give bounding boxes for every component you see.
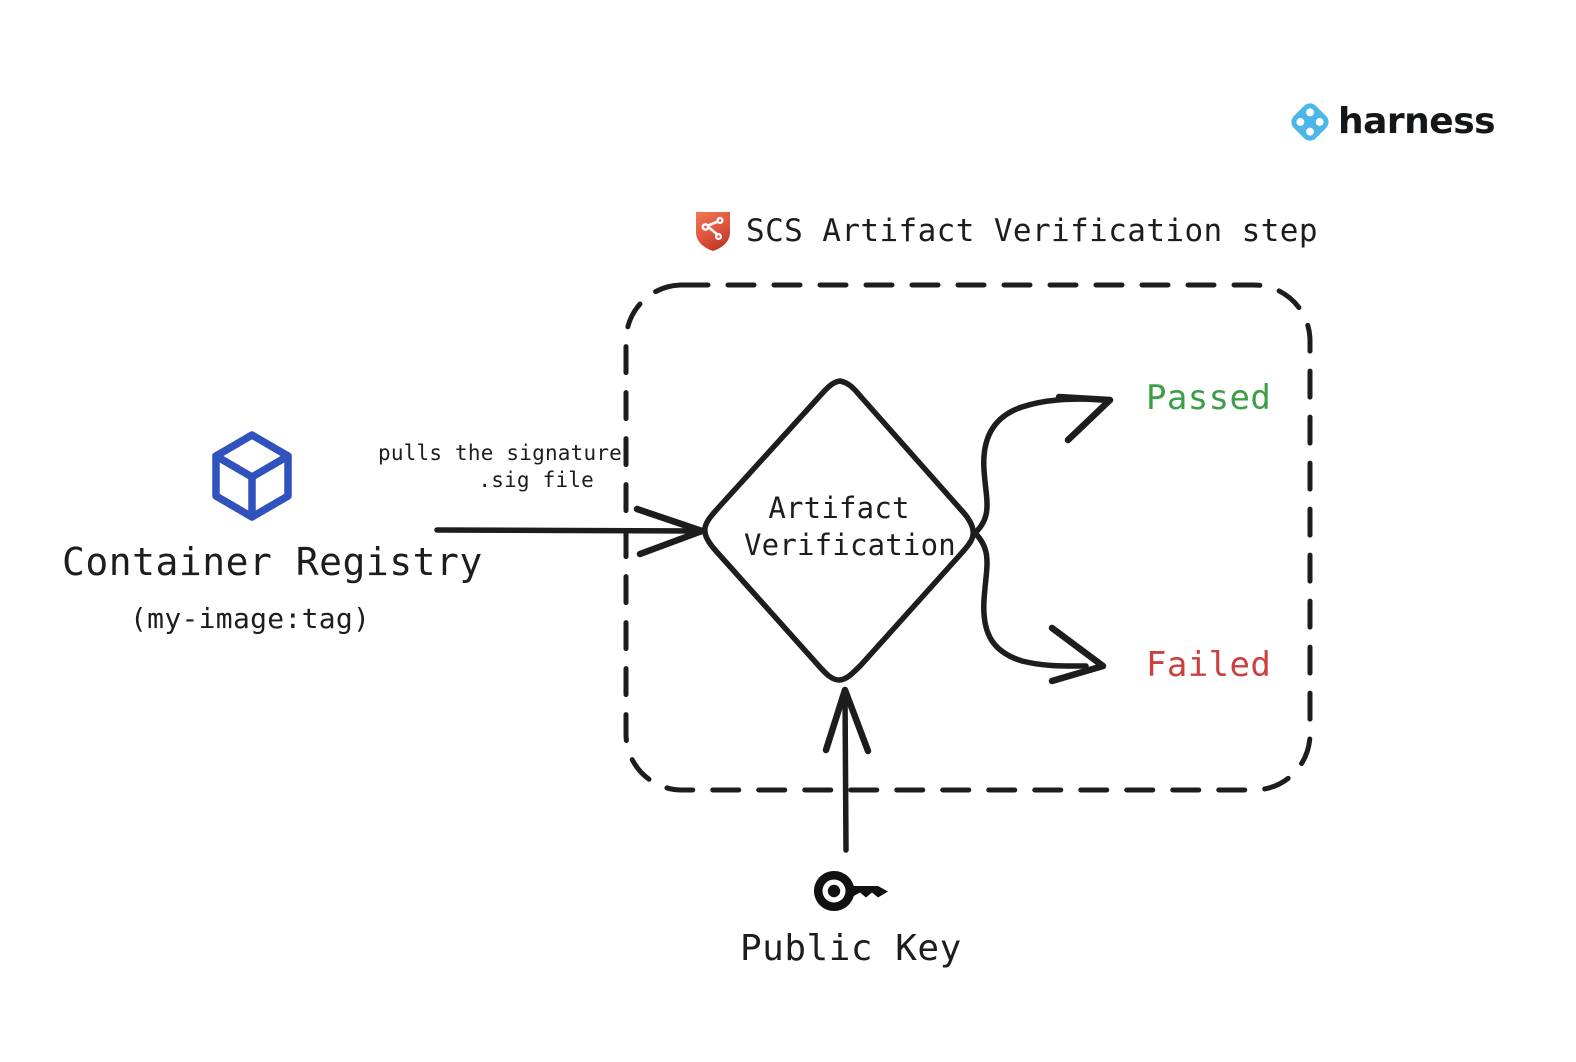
scs-shield-icon [696,212,730,251]
arrow-registry-to-verification [434,527,703,534]
artifact-verification-label: Artifact Verification [744,490,956,564]
container-registry-tag-label: (my-image:tag) [130,602,371,635]
harness-wordmark: harness [1338,101,1496,142]
container-registry-label: Container Registry [62,540,483,584]
harness-logo: harness [1288,100,1496,144]
container-cube-icon [212,431,292,521]
scs-step-boundary [623,282,1313,793]
outcome-failed-label: Failed [1146,645,1272,685]
public-key-label: Public Key [740,928,962,969]
outcome-passed-label: Passed [1146,378,1272,418]
arrow-verification-to-failed-head [1048,624,1107,685]
arrow-verification-to-passed [972,396,1095,536]
pull-signature-edge-label-line1: pulls the signature [378,441,623,465]
arrow-verification-to-passed-head [1055,393,1114,444]
scs-step-caption: SCS Artifact Verification step [694,210,1318,252]
pull-signature-edge-label: pulls the signature .sig file [378,440,623,494]
artifact-verification-node [702,378,976,683]
arrow-registry-to-verification-head [633,505,706,558]
arrow-publickey-to-verification [842,689,849,853]
harness-diamond-logo-icon [1291,103,1329,141]
pull-signature-edge-label-line2: .sig file [478,468,594,492]
artifact-verification-label-line1: Artifact [768,491,910,525]
arrow-verification-to-failed [972,530,1089,669]
artifact-verification-label-line2: Verification [744,528,956,562]
arrow-publickey-to-verification-head [822,686,872,755]
key-icon [814,871,888,911]
scs-step-title: SCS Artifact Verification step [746,213,1318,249]
